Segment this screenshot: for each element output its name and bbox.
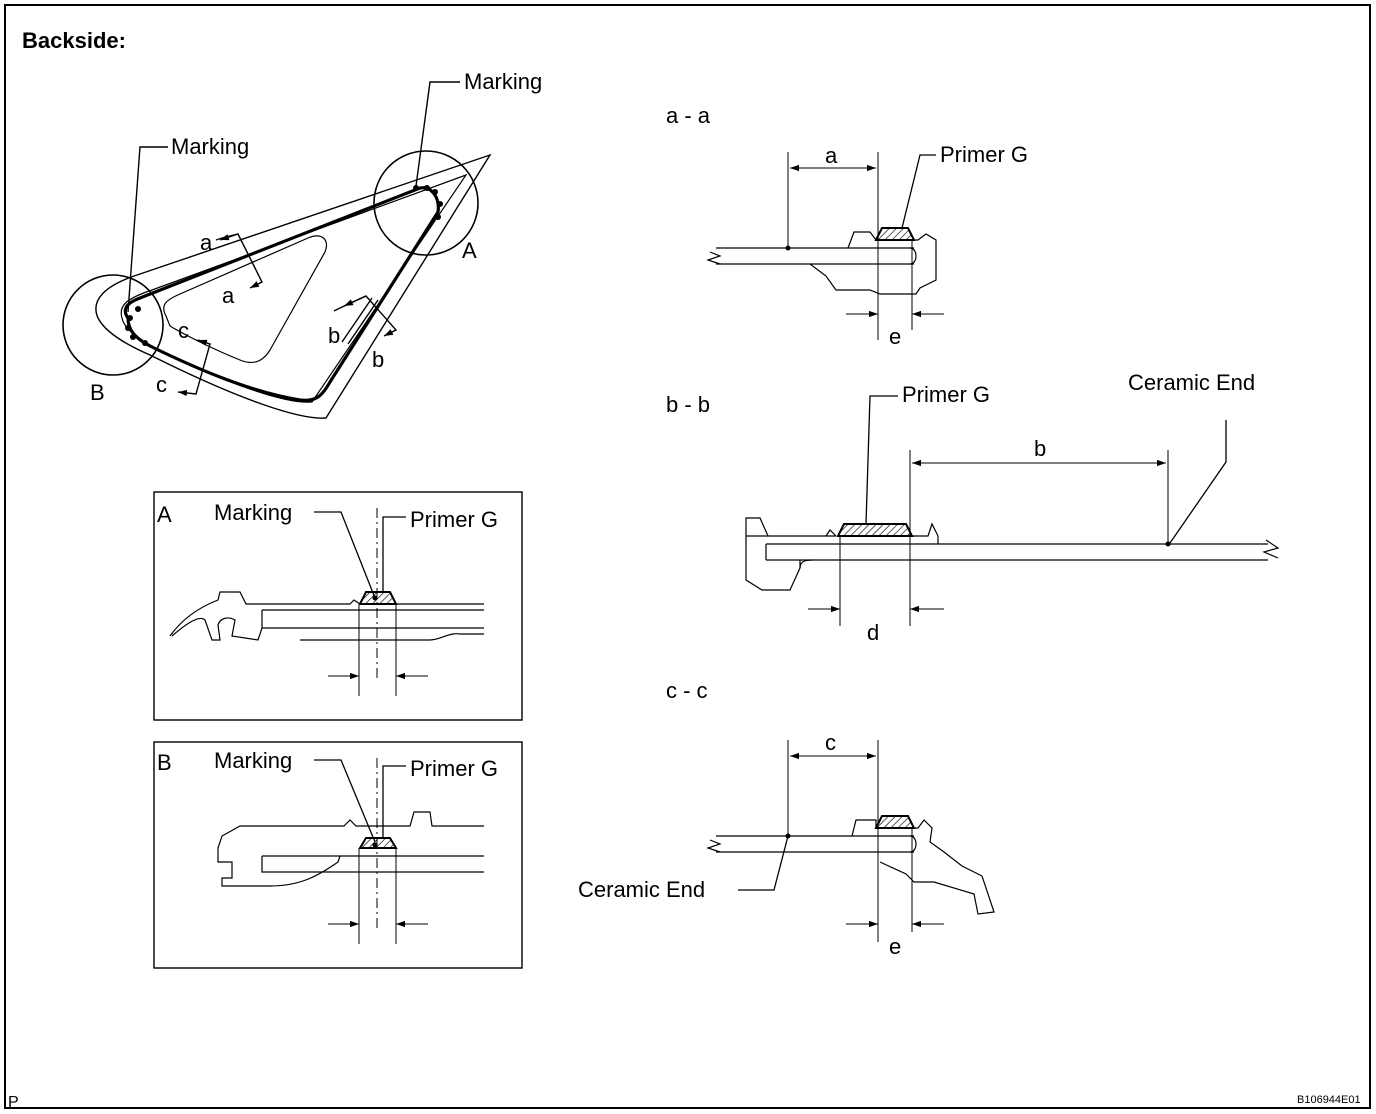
detail-a-primer-bead [358, 591, 398, 605]
detail-b-marking: Marking [214, 748, 292, 773]
section-bb-ceramic: Ceramic End [1128, 370, 1255, 395]
section-aa-primer-leader [901, 154, 936, 229]
section-bb-dim-b: b [1034, 436, 1046, 461]
glass-overview [95, 153, 492, 419]
detail-a-profile [169, 591, 484, 641]
detail-a-letter: A [157, 502, 172, 527]
detail-circle-a [373, 150, 479, 256]
marking-left-leader [127, 146, 168, 313]
detail-b-primer-bead [358, 837, 398, 849]
section-a-label-2: a [222, 283, 235, 308]
section-a-label-1: a [200, 230, 213, 255]
footer-page-letter: P [8, 1094, 19, 1111]
section-aa-primer: Primer G [940, 142, 1028, 167]
section-aa-dim-e: e [889, 324, 901, 349]
marking-top-leader [415, 81, 460, 187]
detail-b-box [153, 741, 523, 969]
section-bb-ceramic-leader [1169, 420, 1227, 544]
footer-figure-code: B106944E01 [1297, 1094, 1361, 1106]
marking-top-label: Marking [464, 69, 542, 94]
section-cc-ceramic-leader [738, 835, 789, 891]
section-cc-ceramic: Ceramic End [578, 877, 705, 902]
section-aa-title: a - a [666, 103, 711, 128]
circle-b-label: B [90, 380, 105, 405]
detail-a-marking-leader [314, 511, 376, 599]
section-aa-primer-bead [874, 227, 916, 241]
section-cc-profile [706, 819, 995, 915]
heading: Backside: [22, 28, 126, 53]
section-cc-primer-bead [874, 815, 916, 829]
detail-b-marking-leader [314, 759, 376, 843]
detail-b-profile [217, 811, 484, 887]
circle-a-label: A [462, 238, 477, 263]
section-bb-profile [745, 517, 1280, 591]
section-b-label-1: b [328, 323, 340, 348]
detail-a-primer: Primer G [410, 507, 498, 532]
section-c-label-2: c [156, 372, 167, 397]
section-c-label-1: c [178, 318, 189, 343]
detail-circle-b [62, 274, 164, 376]
section-b-label-2: b [372, 347, 384, 372]
detail-a-primer-leader [382, 516, 406, 592]
section-cc-dim-c: c [825, 730, 836, 755]
detail-b-primer: Primer G [410, 756, 498, 781]
detail-a-marking: Marking [214, 500, 292, 525]
section-bb-primer: Primer G [902, 382, 990, 407]
detail-b-primer-leader [382, 765, 406, 838]
section-cc-dim-e: e [889, 934, 901, 959]
marking-dots [125, 185, 443, 346]
marking-left-label: Marking [171, 134, 249, 159]
section-bb-primer-bead [836, 523, 914, 537]
section-lines [177, 233, 398, 397]
section-aa-dim-a: a [825, 143, 838, 168]
section-cc-title: c - c [666, 678, 708, 703]
diagram-frame [4, 4, 1371, 1109]
section-bb-dim-d: d [867, 620, 879, 645]
section-aa-profile [706, 231, 937, 295]
section-bb-title: b - b [666, 392, 710, 417]
section-bb-primer-leader [865, 395, 898, 525]
detail-b-letter: B [157, 750, 172, 775]
detail-a-box [153, 491, 523, 721]
